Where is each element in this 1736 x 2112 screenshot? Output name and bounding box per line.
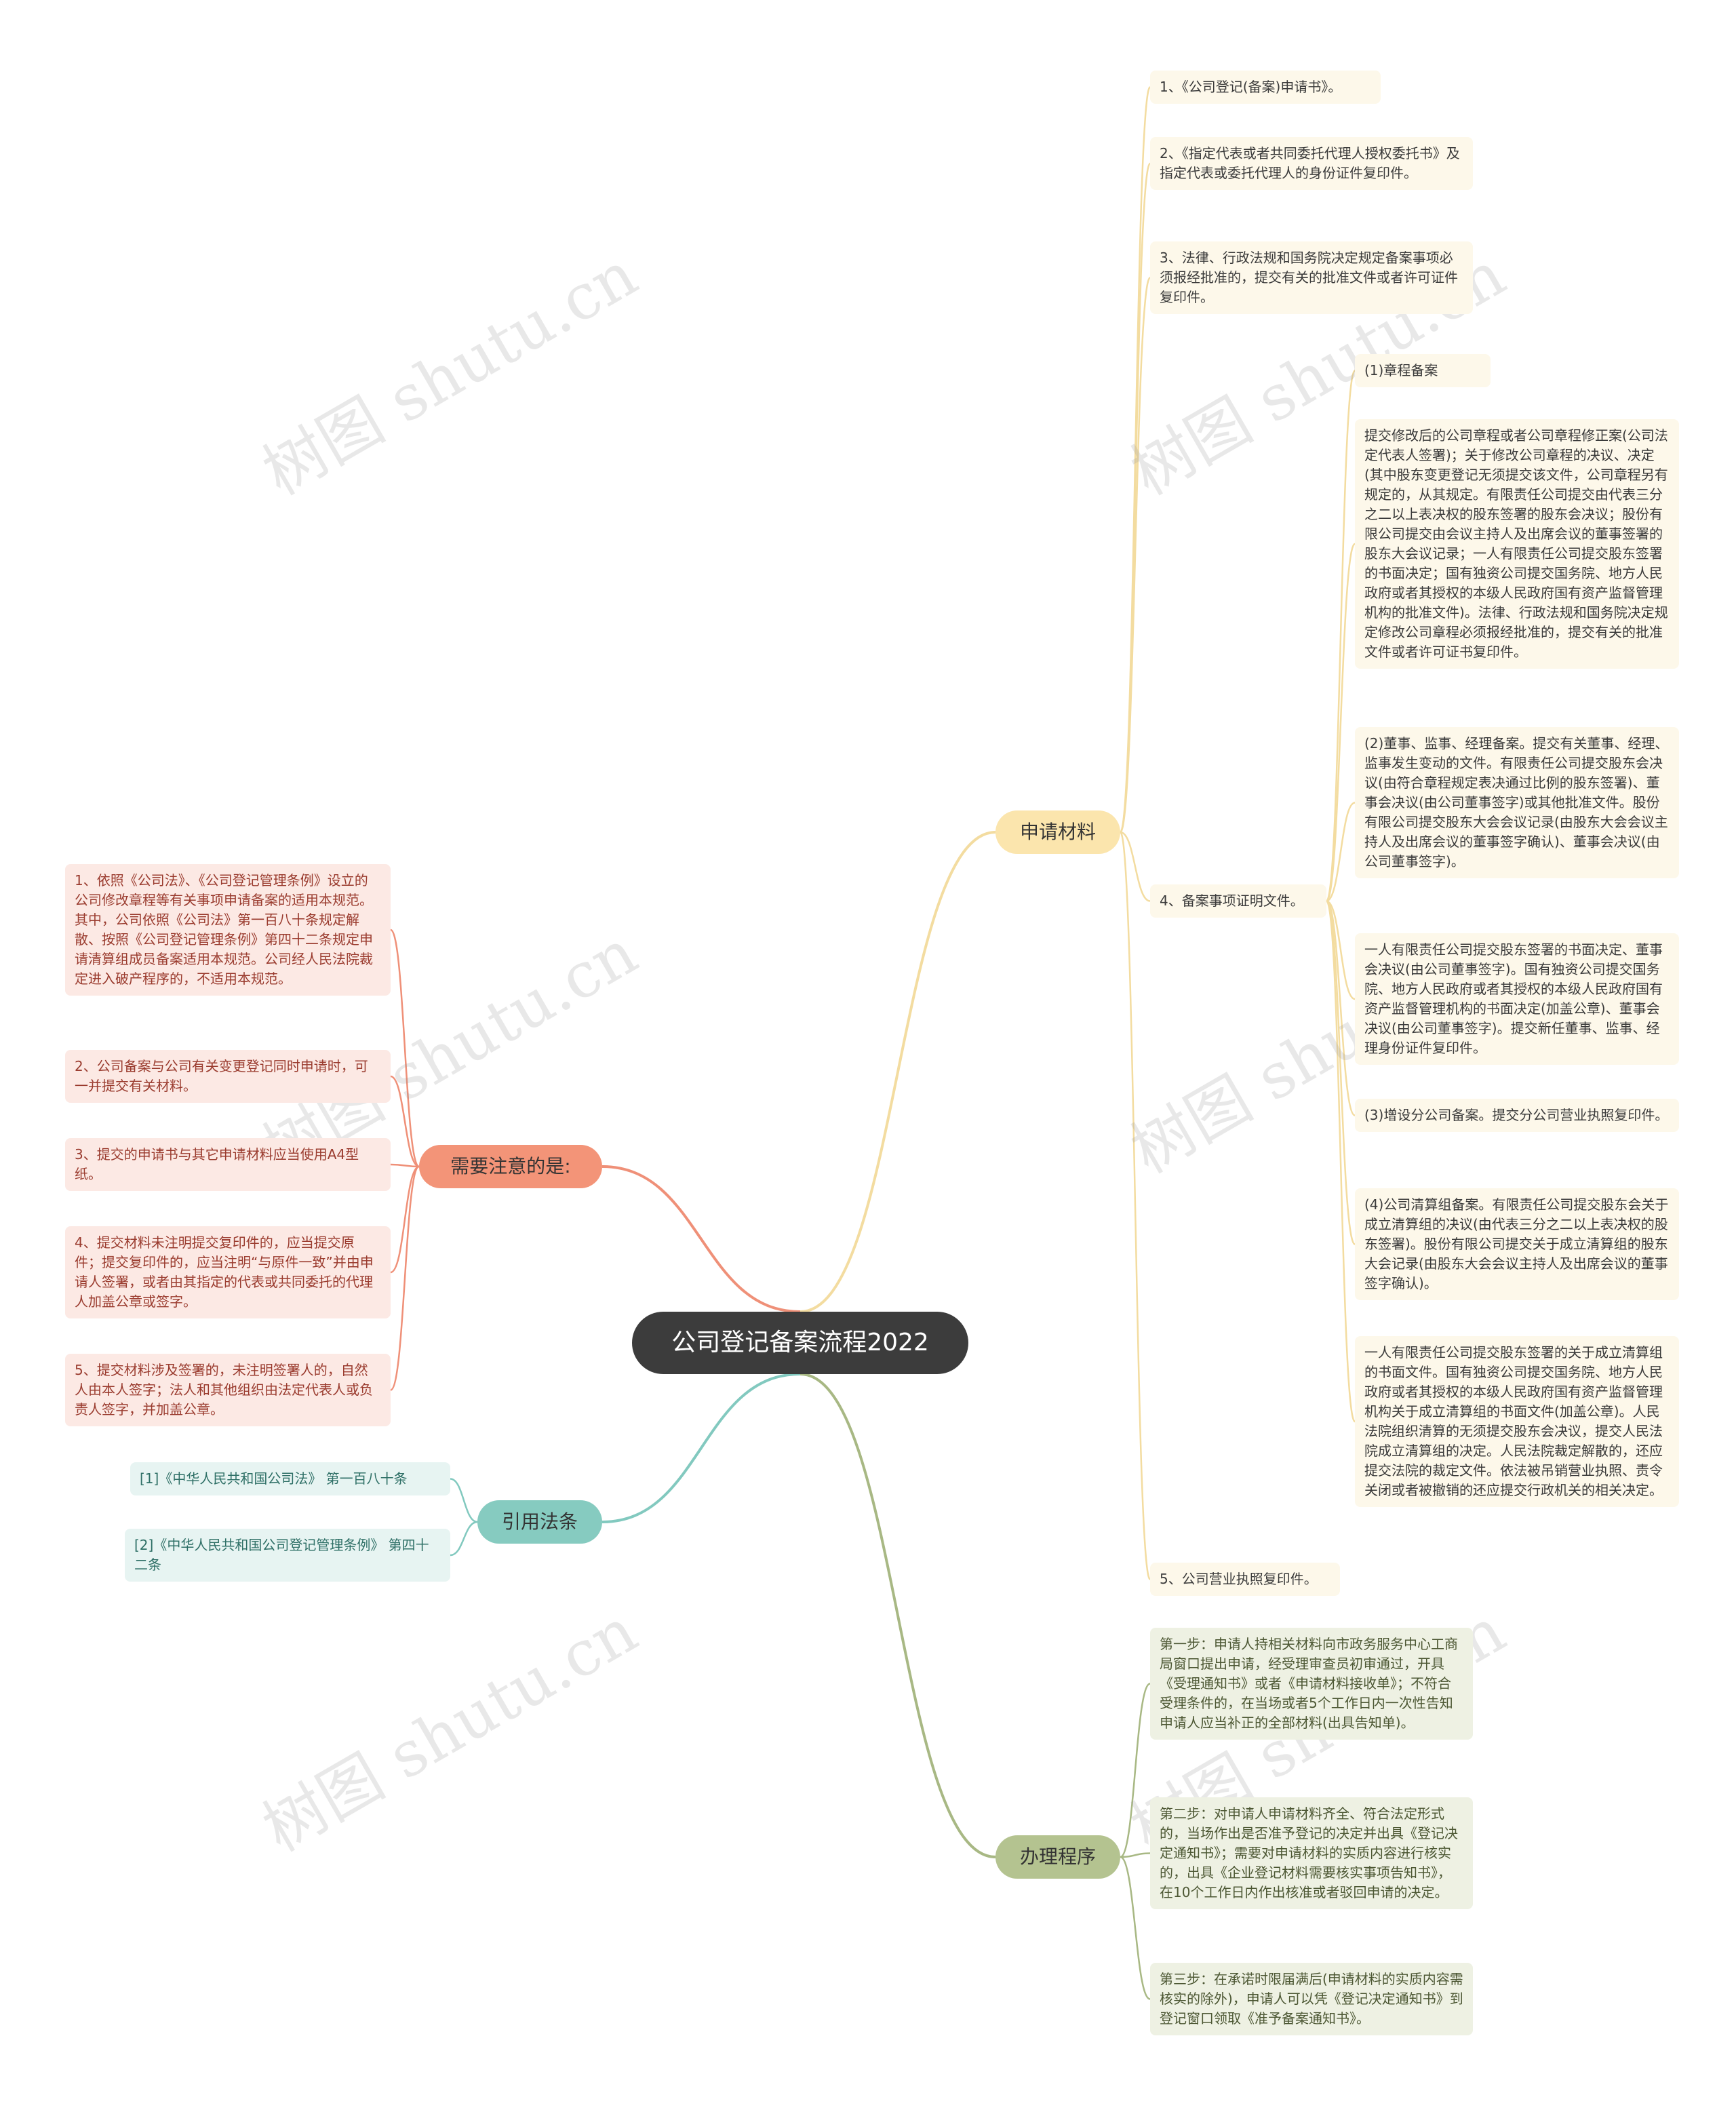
link-root-laws: [601, 1373, 801, 1523]
branch-procedure[interactable]: 办理程序: [995, 1835, 1120, 1879]
link-procedure: [1120, 1856, 1151, 2000]
material-sub-item: (3)增设分公司备案。提交分公司营业执照复印件。: [1355, 1099, 1679, 1132]
procedure-step: 第三步：在承诺时限届满后(申请材料的实质内容需核实的除外)，申请人可以凭《登记决…: [1150, 1963, 1473, 2035]
material-item: 2、《指定代表或者共同委托代理人授权委托书》及指定代表或委托代理人的身份证件复印…: [1150, 137, 1473, 190]
law-item: [1]《中华人民共和国公司法》 第一百八十条: [130, 1462, 450, 1495]
link-material-sub: [1325, 543, 1356, 902]
link-material-sub: [1325, 900, 1356, 1423]
link-material-sub: [1325, 900, 1356, 1245]
procedure-step: 第一步：申请人持相关材料向市政务服务中心工商局窗口提出申请，经受理审查员初审通过…: [1150, 1628, 1473, 1740]
link-note: [390, 1075, 420, 1168]
link-material-sub: [1326, 900, 1356, 1000]
procedure-step: 第二步：对申请人申请材料齐全、符合法定形式的，当场作出是否准予登记的决定并出具《…: [1150, 1797, 1473, 1909]
material-sub-item: (2)董事、监事、经理备案。提交有关董事、经理、监事发生变动的文件。有限责任公司…: [1355, 727, 1679, 878]
note-item: 4、提交材料未注明提交复印件的，应当提交原件；提交复印件的，应当注明“与原件一致…: [65, 1226, 391, 1318]
root-node[interactable]: 公司登记备案流程2022: [632, 1312, 968, 1374]
note-item: 1、依照《公司法》、《公司登记管理条例》设立的公司修改章程等有关事项申请备案的适…: [65, 864, 391, 996]
branch-notes[interactable]: 需要注意的是:: [419, 1145, 602, 1188]
link-material-sub: [1325, 900, 1356, 1116]
material-item: 4、备案事项证明文件。: [1150, 884, 1326, 918]
link-material: [1120, 831, 1151, 902]
branch-materials[interactable]: 申请材料: [995, 810, 1120, 854]
link-procedure: [1120, 1683, 1151, 1858]
material-sub-item: 一人有限责任公司提交股东签署的书面决定、董事会决议(由公司董事签字)。国有独资公…: [1355, 933, 1679, 1065]
link-material: [1119, 277, 1151, 834]
material-sub-item: 一人有限责任公司提交股东签署的关于成立清算组的书面文件。国有独资公司提交国务院、…: [1355, 1336, 1679, 1507]
link-note: [389, 928, 420, 1168]
note-item: 2、公司备案与公司有关变更登记同时申请时，可一并提交有关材料。: [65, 1050, 391, 1103]
material-item: 5、公司营业执照复印件。: [1150, 1563, 1340, 1596]
link-law: [450, 1478, 478, 1523]
link-material-sub: [1325, 370, 1356, 902]
link-procedure: [1120, 1852, 1151, 1858]
branch-laws[interactable]: 引用法条: [477, 1500, 602, 1544]
link-material: [1119, 831, 1151, 1580]
law-item: [2]《中华人民共和国公司登记管理条例》 第四十二条: [125, 1529, 450, 1582]
material-sub-item: (4)公司清算组备案。有限责任公司提交股东会关于成立清算组的决议(由代表三分之二…: [1355, 1188, 1679, 1300]
link-note: [390, 1163, 420, 1168]
link-root-procedure: [800, 1373, 996, 1858]
link-note: [390, 1165, 420, 1274]
link-root-notes: [601, 1165, 801, 1313]
material-item: 1、《公司登记(备案)申请书》。: [1150, 71, 1381, 104]
material-item: 3、法律、行政法规和国务院决定规定备案事项必须报经批准的，提交有关的批准文件或者…: [1150, 241, 1473, 314]
material-sub-item: (1)章程备案: [1355, 354, 1491, 387]
link-law: [450, 1521, 478, 1557]
note-item: 3、提交的申请书与其它申请材料应当使用A4型纸。: [65, 1138, 391, 1191]
link-root-materials: [800, 831, 996, 1313]
link-material: [1119, 86, 1151, 834]
note-item: 5、提交材料涉及签署的，未注明签署人的，自然人由本人签字；法人和其他组织由法定代…: [65, 1354, 391, 1426]
material-sub-item: 提交修改后的公司章程或者公司章程修正案(公司法定代表人签署)；关于修改公司章程的…: [1355, 419, 1679, 669]
link-note: [389, 1165, 420, 1391]
link-material: [1119, 162, 1151, 834]
link-material-sub: [1326, 802, 1356, 902]
